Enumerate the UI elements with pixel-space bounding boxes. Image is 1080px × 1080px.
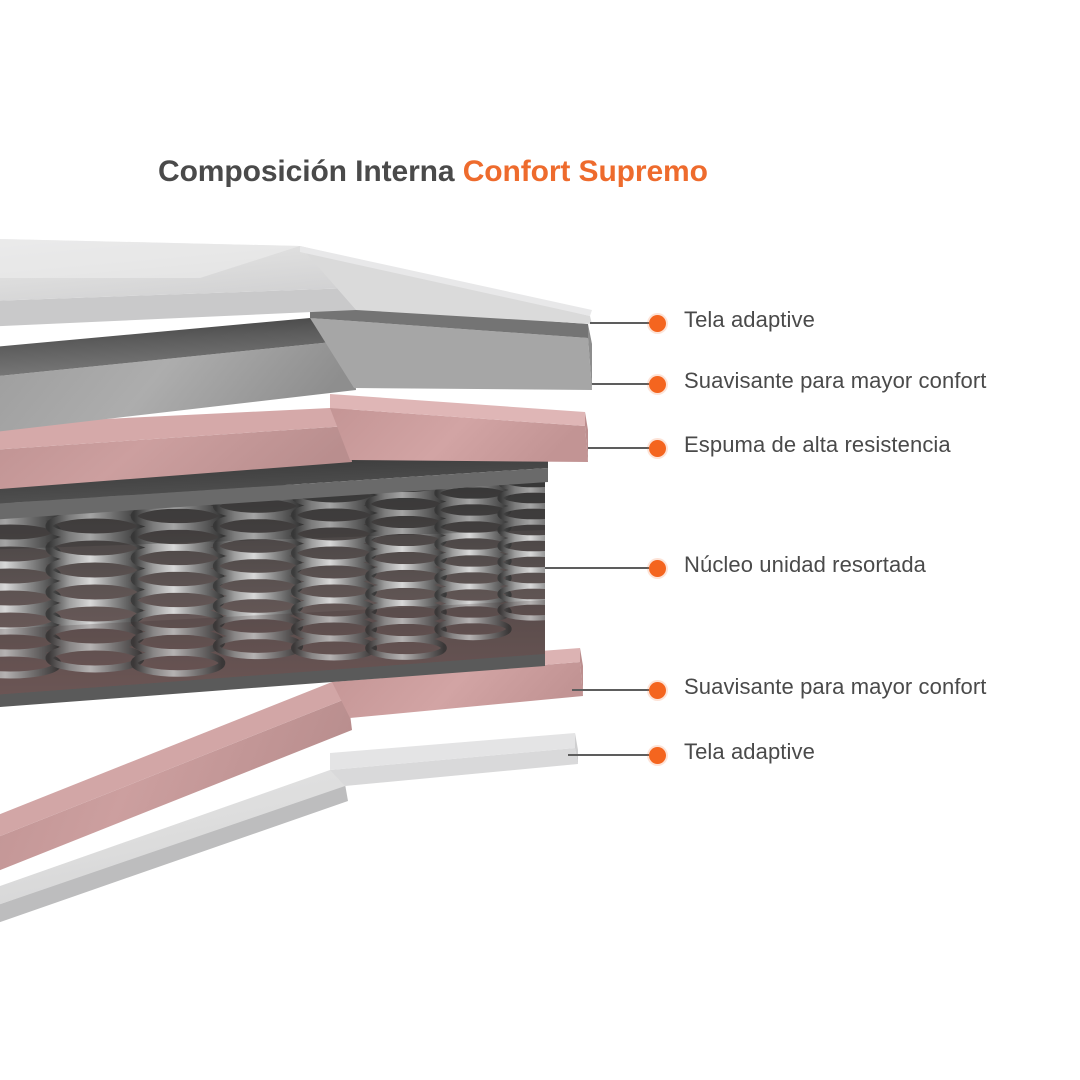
layer-bottom-fabric-right — [330, 733, 578, 786]
bullet-dot-icon — [649, 315, 666, 332]
bullet-dot-icon — [649, 376, 666, 393]
mattress-layers-illustration — [0, 230, 620, 930]
leader-line — [545, 567, 649, 569]
bullet-dot-icon — [649, 560, 666, 577]
layer-bottom-fabric — [0, 770, 348, 923]
page-title: Composición Interna Confort Supremo — [158, 155, 708, 189]
layer-top-softener — [0, 304, 592, 432]
leader-line — [588, 447, 649, 449]
layer-top-fabric — [0, 238, 592, 327]
callout-label: Núcleo unidad resortada — [684, 552, 927, 577]
callout-label: Tela adaptive — [684, 307, 815, 332]
leader-line — [568, 754, 649, 756]
leader-line — [592, 383, 649, 385]
leader-line — [590, 322, 649, 324]
callout-label: Espuma de alta resistencia — [684, 432, 951, 457]
leader-line — [572, 689, 649, 691]
page-title-main: Composición Interna — [158, 155, 463, 188]
bullet-dot-icon — [649, 747, 666, 764]
callout-label: Suavisante para mayor confort — [684, 674, 987, 699]
bullet-dot-icon — [649, 682, 666, 699]
layer-spring-core — [0, 446, 548, 707]
layer-top-foam — [0, 394, 588, 489]
callout-label: Tela adaptive — [684, 739, 815, 764]
page-title-accent: Confort Supremo — [462, 155, 708, 188]
callout-label: Suavisante para mayor confort — [684, 368, 987, 393]
bullet-dot-icon — [649, 440, 666, 457]
